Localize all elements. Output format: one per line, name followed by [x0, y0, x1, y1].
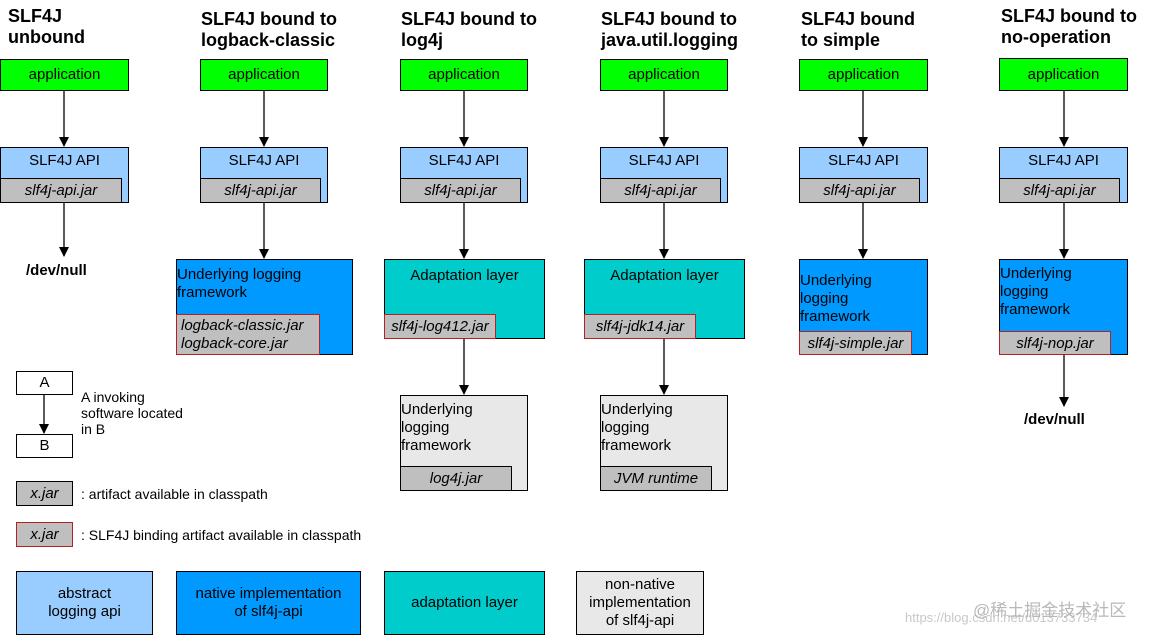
legend-adaptation-layer: adaptation layer: [384, 571, 545, 635]
simple-binding-jar: slf4j-simple.jar: [799, 331, 912, 355]
title-logback: SLF4J bound to logback-classic: [201, 9, 337, 50]
legend-jar-sample: x.jar: [16, 481, 73, 506]
jvm-runtime-jar: JVM runtime: [600, 466, 712, 491]
api-jar: slf4j-api.jar: [999, 178, 1120, 203]
title-nop: SLF4J bound to no-operation: [1001, 6, 1137, 47]
legend-abstract-api: abstract logging api: [16, 571, 153, 635]
legend-non-native-impl: non-native implementation of slf4j-api: [576, 571, 704, 635]
logback-binding-jar: logback-classic.jar logback-core.jar: [176, 314, 320, 355]
legend-binding-desc: : SLF4J binding artifact available in cl…: [81, 527, 362, 543]
jdk14-binding-jar: slf4j-jdk14.jar: [584, 314, 696, 339]
legend-box-b: B: [16, 434, 73, 458]
application-box: application: [999, 58, 1128, 91]
api-jar: slf4j-api.jar: [200, 178, 321, 203]
application-box: application: [400, 59, 528, 91]
title-log4j: SLF4J bound to log4j: [401, 9, 537, 50]
log4j-binding-jar: slf4j-log412.jar: [384, 314, 496, 339]
application-box: application: [0, 59, 129, 91]
api-jar: slf4j-api.jar: [0, 178, 122, 203]
legend-invoke-text: A invoking software located in B: [81, 389, 183, 437]
nop-binding-jar: slf4j-nop.jar: [999, 331, 1111, 355]
api-jar: slf4j-api.jar: [600, 178, 721, 203]
legend-native-impl: native implementation of slf4j-api: [176, 571, 361, 635]
dev-null-label: /dev/null: [26, 262, 87, 279]
title-jul: SLF4J bound to java.util.logging: [601, 9, 739, 50]
title-simple: SLF4J bound to simple: [801, 9, 915, 50]
application-box: application: [600, 59, 728, 91]
watermark-brand: @稀土掘金技术社区: [973, 601, 1127, 620]
api-jar: slf4j-api.jar: [400, 178, 521, 203]
legend-jar-desc: : artifact available in classpath: [81, 486, 268, 502]
title-unbound: SLF4J unbound: [8, 6, 85, 47]
api-jar: slf4j-api.jar: [799, 178, 920, 203]
legend-binding-sample: x.jar: [16, 522, 73, 547]
watermark-url: https://blog.csdn.net/u013733734: [905, 610, 1098, 625]
log4j-jar: log4j.jar: [400, 466, 512, 491]
dev-null-label: /dev/null: [1024, 411, 1085, 428]
legend-box-a: A: [16, 371, 73, 395]
application-box: application: [799, 59, 928, 91]
application-box: application: [200, 59, 328, 91]
